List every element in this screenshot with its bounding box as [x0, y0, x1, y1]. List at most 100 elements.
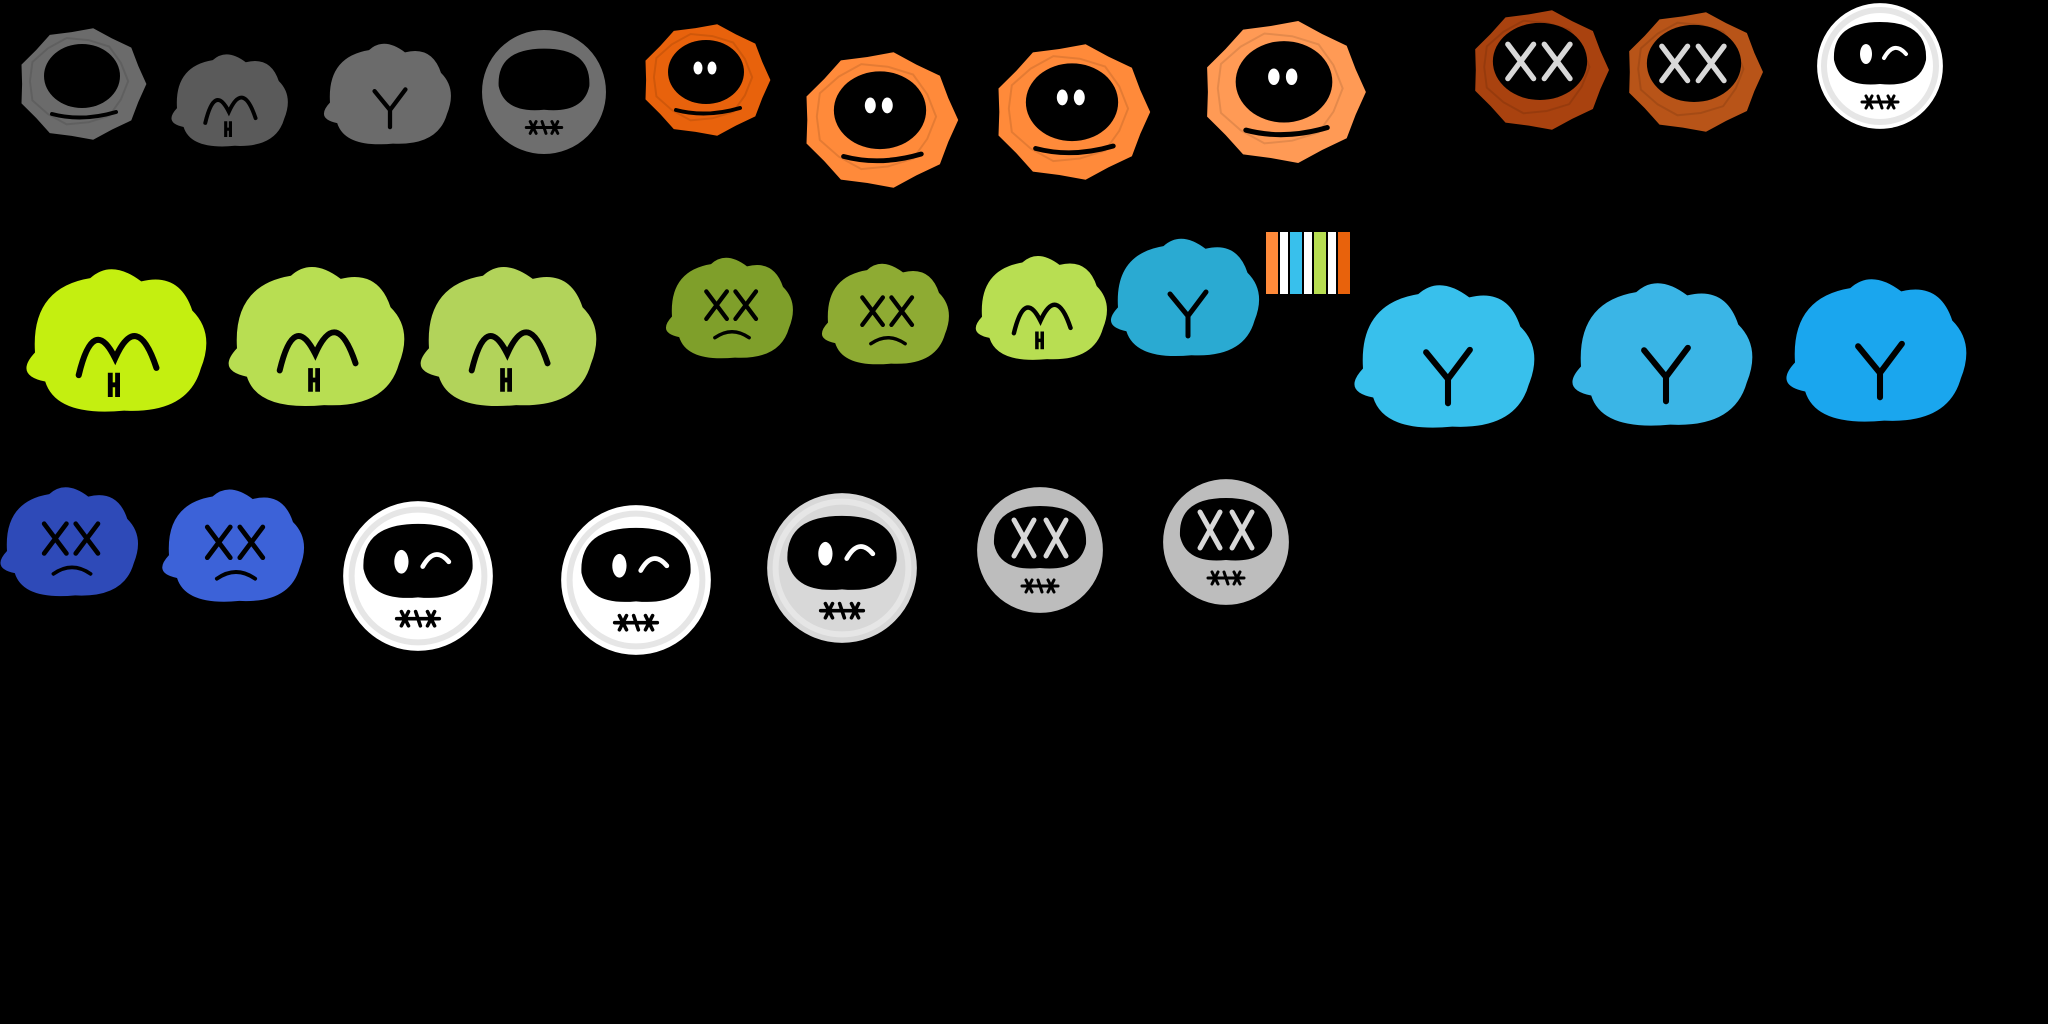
right-x-eye — [889, 295, 915, 327]
mouth — [1033, 143, 1116, 156]
orange-blob-sprite-c — [998, 44, 1151, 180]
eye-socket — [787, 515, 897, 590]
stitched-mouth — [612, 613, 660, 632]
orange-blob-sprite-b — [806, 52, 959, 188]
stitched-mouth — [1860, 94, 1900, 110]
head-hair — [0, 487, 139, 597]
wink-eye — [638, 556, 670, 573]
open-eye — [818, 541, 833, 566]
right-pupil — [881, 97, 893, 114]
orange-blob-sprite-a — [645, 24, 771, 136]
color-swatch-strip — [1266, 232, 1350, 294]
head-hair — [975, 255, 1107, 360]
eye-socket — [1235, 41, 1333, 123]
sky-hair-sprite-a — [1354, 285, 1535, 428]
head-hair — [821, 263, 949, 365]
brown-dead-sprite-a — [1475, 10, 1609, 130]
y-face-lines — [1423, 346, 1473, 407]
color-swatch — [1280, 232, 1288, 294]
head-ring — [348, 506, 488, 646]
eye-socket — [498, 48, 590, 111]
head-ring — [566, 510, 706, 650]
eye-socket — [363, 523, 473, 598]
head-hair — [1572, 283, 1753, 426]
head-ring — [1821, 7, 1939, 125]
mouth — [500, 368, 513, 392]
stitched-mouth — [524, 120, 564, 135]
olive-dead-sprite-a — [665, 257, 793, 359]
left-x-eye — [204, 524, 233, 561]
color-swatch — [1328, 232, 1336, 294]
sad-mouth — [713, 330, 751, 340]
mouth — [1243, 125, 1330, 138]
brown-dead-sprite-b — [1629, 12, 1763, 132]
frown-brows — [203, 95, 258, 125]
left-x-eye — [704, 289, 729, 321]
orange-blob-sprite-d — [1207, 21, 1366, 163]
eye-socket — [1492, 22, 1588, 100]
frown-brows — [276, 329, 359, 374]
color-swatch — [1290, 232, 1302, 294]
eye-socket — [833, 71, 927, 150]
head-hair — [26, 269, 207, 412]
right-x-eye — [1043, 517, 1069, 559]
head-hair — [1786, 279, 1967, 422]
right-x-eye — [73, 521, 101, 556]
gray-skull-xx-sprite-a — [974, 484, 1106, 616]
gray-round-happy-sprite — [21, 28, 147, 140]
right-x-eye — [237, 524, 266, 561]
white-skull-wink-sprite-b — [558, 502, 714, 658]
right-x-eye — [1229, 509, 1255, 551]
cyan-hair-sprite-small — [1110, 238, 1260, 357]
white-skull-wink-sprite-a — [340, 498, 496, 654]
y-face-lines — [1855, 340, 1905, 401]
left-pupil — [864, 97, 876, 114]
mouth — [1035, 331, 1045, 350]
navy-dead-sprite — [0, 487, 139, 597]
gray-hair-frown-sprite-a — [171, 54, 288, 147]
color-swatch — [1266, 232, 1278, 294]
wink-eye — [1882, 46, 1908, 60]
sad-mouth — [214, 570, 258, 581]
gray-skull-sprite — [479, 27, 609, 157]
eye-socket — [1025, 63, 1119, 142]
royal-dead-sprite — [162, 489, 305, 602]
left-x-eye — [1197, 509, 1223, 551]
head-hair — [665, 257, 793, 359]
stitched-mouth — [1206, 570, 1246, 586]
head-hair — [323, 43, 451, 145]
y-face-lines — [1641, 344, 1691, 405]
right-x-eye — [1541, 41, 1573, 82]
head-hair — [171, 54, 288, 147]
head-hair — [1110, 238, 1260, 357]
sky-hair-sprite-b — [1572, 283, 1753, 426]
left-x-eye — [41, 521, 69, 556]
lime-hair-frown-sprite-c — [420, 267, 597, 407]
mouth — [841, 151, 924, 164]
mouth — [50, 110, 118, 120]
eye-socket — [1646, 24, 1742, 102]
right-x-eye — [733, 289, 759, 321]
frown-brows — [75, 333, 160, 379]
stitched-mouth — [394, 609, 442, 628]
right-pupil — [707, 61, 717, 75]
head-ring — [772, 498, 912, 638]
eye-socket — [993, 506, 1087, 569]
color-swatch — [1338, 232, 1350, 294]
sprites-layer — [0, 0, 1967, 658]
eye-socket — [1179, 498, 1273, 561]
white-skull-wink-sprite-top — [1814, 0, 1946, 132]
y-face-lines — [372, 87, 408, 130]
sad-mouth — [51, 565, 93, 576]
head-hair — [420, 267, 597, 407]
lime-hair-frown-sprite — [26, 269, 207, 412]
open-eye — [394, 549, 409, 574]
open-eye — [1860, 44, 1872, 64]
left-pupil — [1268, 68, 1280, 86]
azure-hair-sprite — [1786, 279, 1967, 422]
white-skull-wink-sprite-c — [764, 490, 920, 646]
lime-hair-frown-sprite-b — [228, 267, 405, 407]
eye-socket — [581, 527, 691, 602]
eye-socket — [1833, 22, 1927, 85]
